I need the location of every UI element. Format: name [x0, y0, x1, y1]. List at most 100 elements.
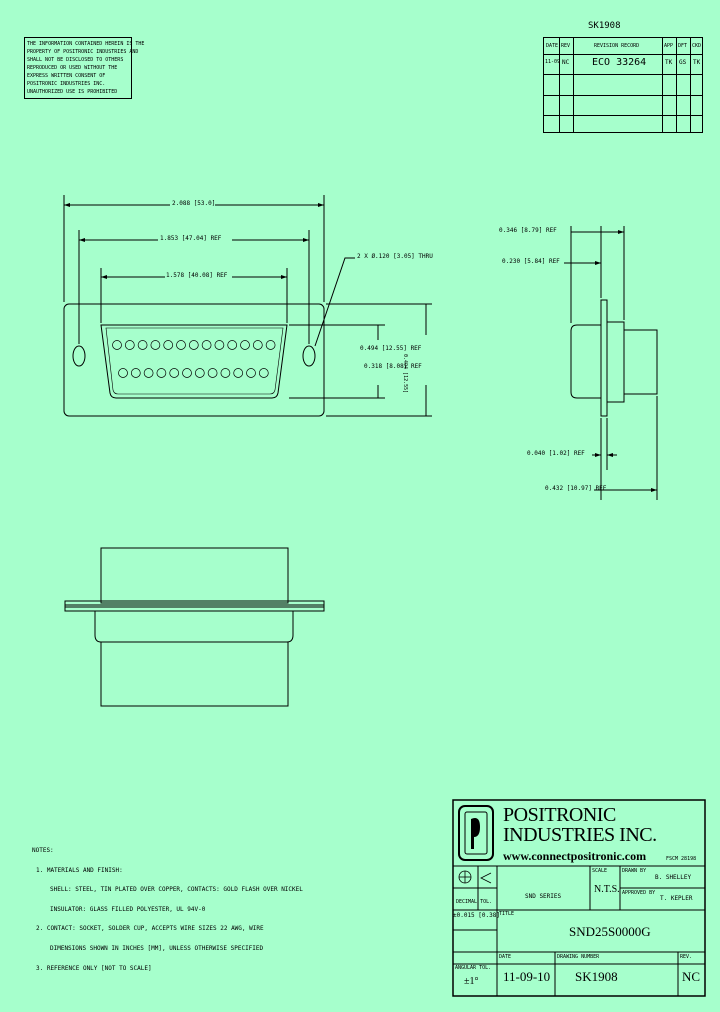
side-flange	[600, 299, 608, 417]
socket-contact	[176, 340, 186, 350]
socket-contact	[246, 368, 256, 378]
proprietary-note-line: UNAUTHORIZED USE IS PROHIBITED	[27, 89, 118, 95]
top-drawing-number: SK1908	[588, 21, 621, 31]
rev-header-dft: DFT	[678, 43, 688, 49]
drawing-number-label: DRAWING NUMBER	[557, 954, 600, 960]
rev-header-date: DATE	[546, 43, 559, 49]
drawing-title: SND25S0000G	[569, 924, 651, 939]
scale-label: SCALE	[592, 868, 608, 874]
dim-mounting: 1.853 [47.04] REF	[160, 235, 222, 242]
company-website: www.connectpositronic.com	[503, 849, 647, 863]
socket-contact	[227, 340, 238, 350]
socket-contact	[169, 368, 180, 378]
angular-tol-value: ±1°	[464, 976, 479, 987]
proprietary-note-line: EXPRESS WRITTEN CONSENT OF	[27, 73, 106, 79]
rev-row-ckd: TK	[693, 59, 701, 66]
dim-height-mid: 0.318 [8.08] REF	[364, 363, 422, 370]
socket-contact	[156, 368, 167, 378]
positronic-logo-frame	[458, 805, 494, 861]
rev-header-record: REVISION RECORD	[594, 43, 640, 49]
date-value: 11-09-10	[503, 969, 551, 984]
front-flange	[63, 303, 325, 417]
socket-contact	[163, 340, 174, 350]
proprietary-note-line: SHALL NOT BE DISCLOSED TO OTHERS	[27, 57, 124, 63]
bottom-flange	[64, 600, 325, 612]
socket-contact	[150, 340, 161, 350]
note-line: 1. MATERIALS AND FINISH:	[36, 867, 123, 874]
company-name-line1: POSITRONIC	[503, 804, 616, 826]
dim-overall: 2.088 [53.0]	[172, 200, 216, 207]
bottom-body	[100, 641, 289, 707]
dim-side-bottom2: 0.432 [10.97] REF	[545, 485, 607, 492]
front-shell	[100, 324, 288, 399]
dim-height-right: 0.494 [12.55]	[402, 354, 408, 394]
note-line: SHELL: STEEL, TIN PLATED OVER COPPER, CO…	[50, 886, 303, 893]
rev-header-rev: REV	[561, 43, 571, 49]
socket-contact	[233, 368, 244, 378]
socket-contact	[201, 340, 212, 350]
notes-heading: NOTES:	[32, 847, 54, 854]
socket-contact	[214, 340, 225, 350]
socket-contact	[182, 368, 192, 378]
date-label: DATE	[499, 954, 512, 960]
socket-contact	[112, 340, 122, 350]
revision-table: DATE REV REVISION RECORD APP DFT CKD 11-…	[543, 37, 703, 133]
dim-height-left: 0.494 [12.55] REF	[360, 345, 422, 352]
socket-contact	[124, 340, 135, 350]
mounting-hole-right	[302, 345, 316, 367]
socket-contact	[207, 368, 218, 378]
socket-contact	[137, 340, 148, 350]
drawn-by-label: DRAWN BY	[622, 868, 647, 874]
mounting-hole-left	[72, 345, 86, 367]
rev-header-app: APP	[664, 43, 674, 49]
socket-contact	[252, 340, 263, 350]
rev-row-dft: GS	[679, 59, 687, 66]
title-block-frame	[452, 799, 706, 997]
decimal-tol-value: ±0.015 [0.38]	[453, 912, 500, 919]
socket-contact	[188, 340, 199, 350]
socket-contact	[194, 368, 205, 378]
proprietary-note-line: REPRODUCED OR USED WITHOUT THE	[27, 65, 118, 71]
series-label: SND SERIES	[525, 893, 562, 900]
dim-side-bottom1: 0.040 [1.02] REF	[527, 450, 585, 457]
socket-contact	[130, 368, 141, 378]
rev-row-rev: NC	[562, 59, 570, 66]
proprietary-note-line: PROPERTY OF POSITRONIC INDUSTRIES AND	[27, 49, 139, 55]
rev-header-ckd: CKD	[692, 43, 702, 49]
drawn-by-value: B. SHELLEY	[655, 874, 692, 881]
rev-row-record: ECO 33264	[592, 57, 647, 68]
note-line: DIMENSIONS SHOWN IN INCHES [MM], UNLESS …	[50, 945, 264, 952]
fscm-code: FSCM 28198	[666, 856, 697, 862]
scale-value: N.T.S.	[594, 884, 620, 895]
decimal-tol-label: DECIMAL TOL.	[456, 899, 493, 905]
socket-contact	[220, 368, 231, 378]
drawing-number-value: SK1908	[575, 969, 618, 984]
note-line: INSULATOR: GLASS FILLED POLYESTER, UL 94…	[50, 906, 206, 913]
rev-row-app: TK	[665, 59, 673, 66]
approved-by-label: APPROVED BY	[622, 890, 656, 896]
dim-side-top1: 0.346 [8.79] REF	[499, 227, 557, 234]
dim-side-top2: 0.230 [5.84] REF	[502, 258, 560, 265]
socket-contact	[118, 368, 128, 378]
note-line: 2. CONTACT: SOCKET, SOLDER CUP, ACCEPTS …	[36, 925, 264, 932]
company-name-line2: INDUSTRIES INC.	[503, 824, 657, 846]
socket-contact	[240, 340, 250, 350]
proprietary-note: THE INFORMATION CONTAINED HEREIN IS THE …	[24, 37, 144, 99]
rev-row-date: 11-09	[545, 59, 561, 65]
socket-contact	[258, 368, 269, 378]
note-line: 3. REFERENCE ONLY [NOT TO SCALE]	[36, 965, 152, 972]
proprietary-note-line: THE INFORMATION CONTAINED HEREIN IS THE	[27, 41, 145, 47]
proprietary-note-line: POSITRONIC INDUSTRIES INC.	[27, 81, 106, 87]
rev-label: REV.	[680, 954, 693, 960]
dim-shell: 1.578 [40.08] REF	[166, 272, 228, 279]
socket-contact	[265, 340, 276, 350]
title-label: TITLE	[499, 911, 515, 917]
angular-tol-label: ANGULAR TOL.	[455, 965, 492, 971]
rev-value: NC	[682, 969, 701, 984]
approved-by-value: T. KEPLER	[660, 895, 693, 902]
socket-contact	[143, 368, 154, 378]
positronic-logo-mark	[471, 818, 480, 849]
bottom-shell-top	[100, 547, 289, 604]
side-body	[570, 324, 602, 399]
